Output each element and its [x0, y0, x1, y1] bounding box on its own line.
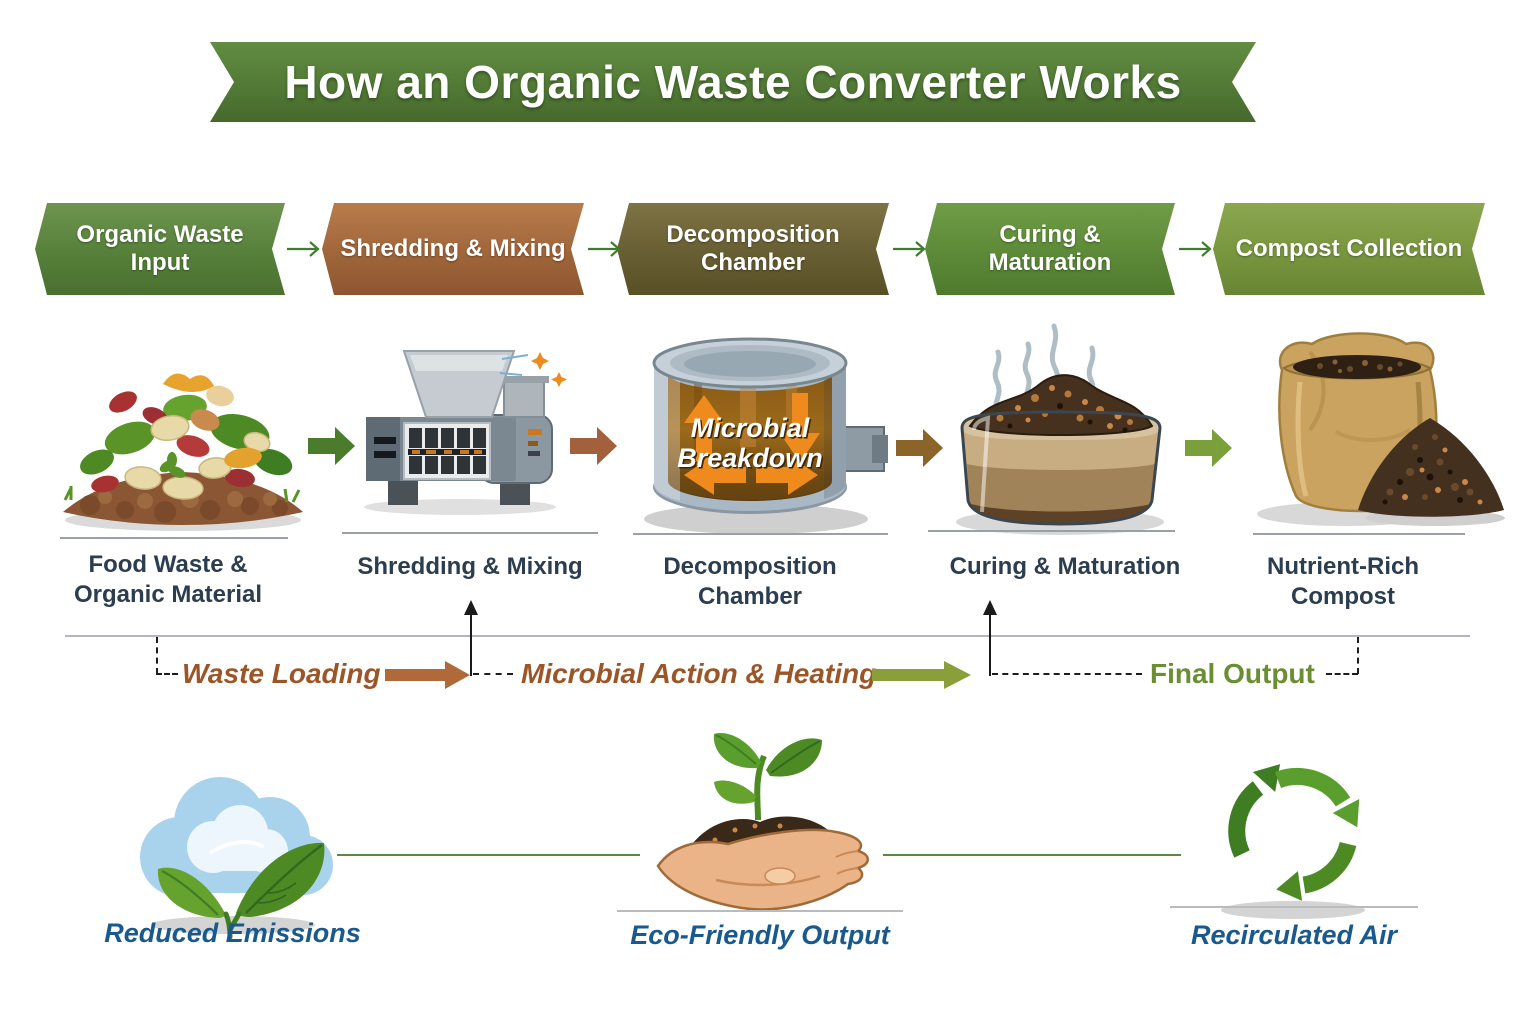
dashed-connector: [473, 673, 513, 675]
caption-nutrient-rich-compost: Nutrient-Rich Compost: [1267, 553, 1419, 610]
arrow-right-icon: [588, 241, 621, 257]
benefit-connector-line: [337, 854, 640, 856]
caption-decomposition-chamber: Decomposition Chamber: [663, 553, 837, 610]
chamber-circulation-arrows: [684, 393, 820, 495]
dashed-connector: [1357, 637, 1359, 674]
banner-label: Organic Waste Input: [76, 221, 244, 276]
divider: [60, 537, 288, 539]
divider: [633, 533, 888, 535]
flow-label-waste-loading: Waste Loading: [182, 658, 381, 689]
divider: [928, 530, 1175, 532]
chamber-text-line1: Microbial: [691, 413, 810, 443]
curing-tub-steam-icon: [956, 323, 1164, 535]
food-waste-pile-icon: [63, 373, 303, 531]
hand-holding-soil-sprout-icon: [656, 733, 869, 910]
caption-shredding-mixing: Shredding & Mixing: [357, 553, 583, 580]
dashed-connector: [1326, 673, 1358, 675]
block-arrow-right-icon: [570, 427, 617, 465]
banner-label: Curing & Maturation: [988, 221, 1112, 276]
benefit-label-reduced-emissions: Reduced Emissions: [104, 918, 361, 948]
caption-curing-maturation: Curing & Maturation: [949, 553, 1181, 580]
chamber-text-shadow: Microbial: [692, 415, 811, 445]
arrow-right-icon: [287, 241, 320, 257]
up-arrow-icon: [983, 600, 997, 676]
divider: [1253, 533, 1465, 535]
divider: [342, 532, 598, 534]
benefit-connector-line: [883, 854, 1181, 856]
flow-label-microbial-action: Microbial Action & Heating: [521, 658, 877, 689]
block-arrow-right-icon: [896, 429, 943, 467]
banner-curing-maturation: Curing & Maturation: [925, 203, 1175, 295]
block-arrow-right-icon: [1185, 429, 1232, 467]
up-arrow-icon: [464, 600, 478, 676]
page-title: How an Organic Waste Converter Works: [284, 56, 1182, 108]
decomposition-chamber-icon: Microbial Breakdown Microbial Breakdown: [644, 337, 888, 534]
caption-food-waste: Food Waste & Organic Material: [73, 551, 263, 608]
arrow-right-icon: [1179, 241, 1212, 257]
benefit-label-eco-friendly-output: Eco-Friendly Output: [630, 920, 890, 950]
divider: [1170, 906, 1418, 908]
flow-arrow-brown-icon: [385, 661, 470, 689]
recycling-symbol-icon: [1221, 764, 1365, 919]
flow-arrow-olive-icon: [872, 661, 971, 689]
arrow-right-icon: [893, 241, 926, 257]
dashed-connector: [156, 673, 178, 675]
block-arrow-right-icon: [308, 427, 355, 465]
flow-baseline: [65, 635, 1470, 637]
compost-bag-and-pile-icon: [1257, 332, 1505, 526]
benefit-label-recirculated-air: Recirculated Air: [1190, 920, 1398, 950]
chamber-text-shadow: Breakdown: [679, 445, 825, 475]
banner-decomposition-chamber: Decomposition Chamber: [617, 203, 889, 295]
banner-organic-waste-input: Organic Waste Input: [35, 203, 285, 295]
divider: [617, 910, 903, 912]
dashed-connector: [156, 637, 158, 674]
cloud-with-leaves-icon: [140, 777, 333, 940]
banner-label: Compost Collection: [1235, 235, 1463, 263]
banner-label: Shredding & Mixing: [340, 235, 566, 263]
banner-shredding-mixing: Shredding & Mixing: [322, 203, 584, 295]
banner-label: Decomposition Chamber: [666, 221, 840, 276]
shredder-machine-icon: [364, 350, 567, 515]
dashed-connector: [992, 673, 1142, 675]
banner-compost-collection: Compost Collection: [1213, 203, 1485, 295]
flow-label-final-output: Final Output: [1150, 658, 1315, 689]
chamber-text-line2: Breakdown: [677, 443, 823, 473]
title-ribbon: How an Organic Waste Converter Works: [210, 42, 1256, 122]
